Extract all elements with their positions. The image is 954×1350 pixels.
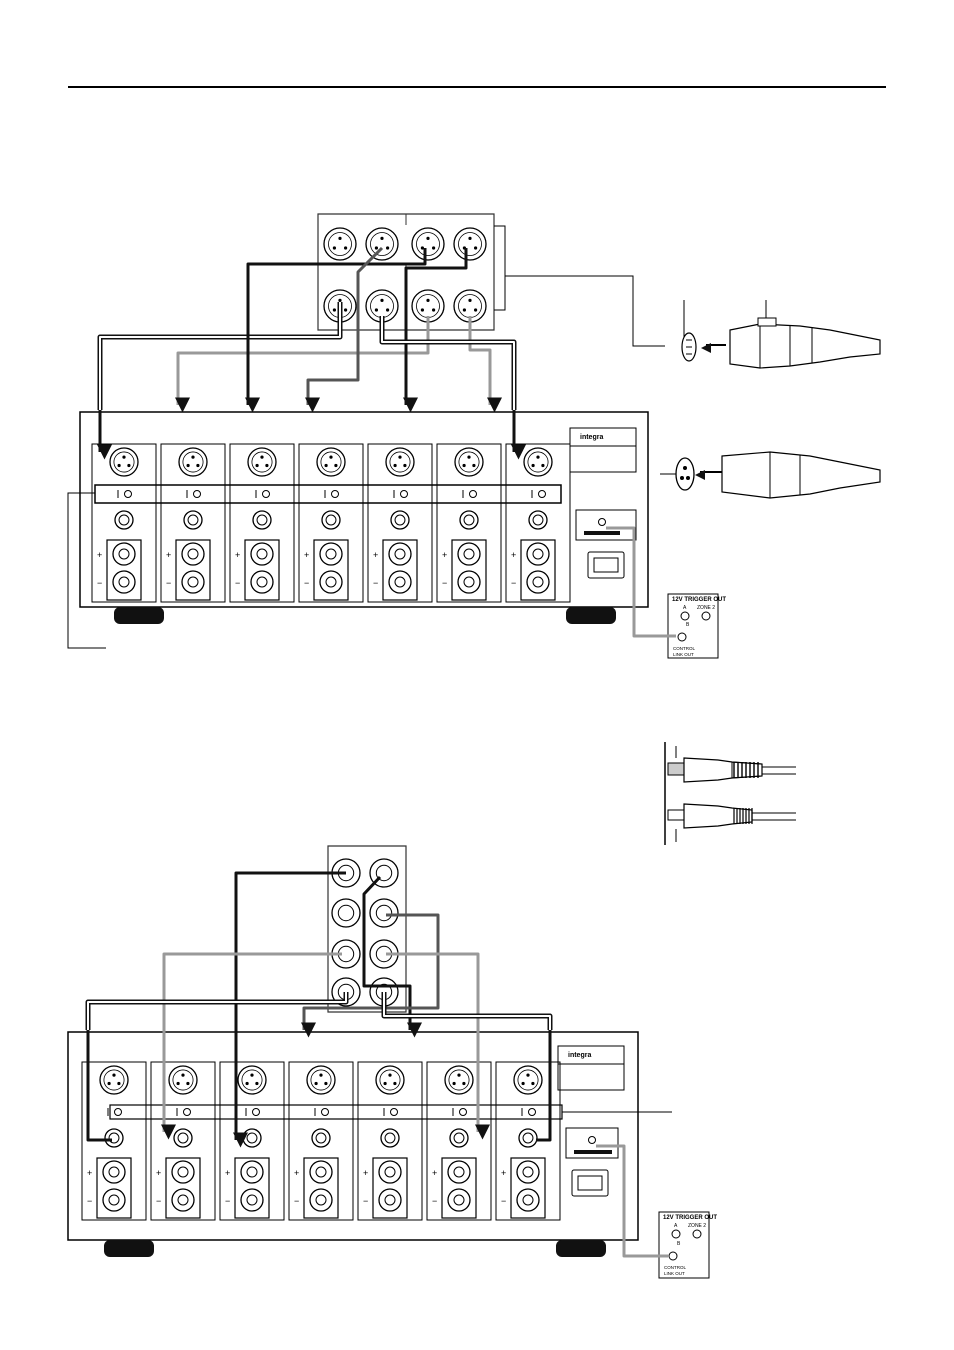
minus-label: − [97, 578, 102, 588]
plus-label: + [156, 1168, 161, 1178]
rca-jack [174, 1129, 192, 1147]
svg-text:LINK OUT: LINK OUT [673, 652, 694, 657]
rca-jack [450, 1129, 468, 1147]
plus-label: + [225, 1168, 230, 1178]
xlr-jack [386, 448, 414, 476]
trigger-panel-top: 12V TRIGGER OUT A ZONE 2 B CONTROL LINK … [668, 594, 726, 658]
xlr-jack [514, 1066, 542, 1094]
plus-label: + [432, 1168, 437, 1178]
xlr-jack [179, 448, 207, 476]
minus-label: − [432, 1196, 437, 1206]
minus-label: − [442, 578, 447, 588]
rca-jack [529, 511, 547, 529]
rca-ribbing [734, 762, 758, 824]
minus-label: − [166, 578, 171, 588]
minus-label: − [304, 578, 309, 588]
svg-text:LINK OUT: LINK OUT [664, 1271, 685, 1276]
xlr-jack [445, 1066, 473, 1094]
xlr-jack [248, 448, 276, 476]
rca-plug-illustration [665, 742, 796, 845]
xlr-jack [100, 1066, 128, 1094]
rca-jack [243, 1129, 261, 1147]
xlr-jack [454, 228, 486, 260]
xlr-jack [238, 1066, 266, 1094]
brand-logo-bottom: integra [568, 1052, 591, 1059]
plus-label: + [97, 550, 102, 560]
rca-jack [115, 511, 133, 529]
xlr-jack [317, 448, 345, 476]
rca-jack [460, 511, 478, 529]
plus-label: + [166, 550, 171, 560]
svg-text:12V TRIGGER OUT: 12V TRIGGER OUT [663, 1215, 717, 1221]
panel-bracket [494, 226, 665, 346]
plus-label: + [511, 550, 516, 560]
svg-text:CONTROL: CONTROL [673, 646, 695, 651]
xlr-jack [366, 228, 398, 260]
xlr-jack [412, 228, 444, 260]
rca-jack [322, 511, 340, 529]
xlr-jack [307, 1066, 335, 1094]
rca-jack [312, 1129, 330, 1147]
xlr-female-plug-illustration [682, 300, 880, 368]
plus-label: + [442, 550, 447, 560]
xlr-jack [376, 1066, 404, 1094]
minus-label: − [225, 1196, 230, 1206]
rca-jack [519, 1129, 537, 1147]
minus-label: − [235, 578, 240, 588]
svg-text:ZONE 2: ZONE 2 [697, 605, 715, 611]
minus-label: − [363, 1196, 368, 1206]
rca-jack [253, 511, 271, 529]
plus-label: + [363, 1168, 368, 1178]
plus-label: + [501, 1168, 506, 1178]
rca-jack [184, 511, 202, 529]
svg-text:12V TRIGGER OUT: 12V TRIGGER OUT [672, 597, 726, 603]
minus-label: − [501, 1196, 506, 1206]
plus-label: + [87, 1168, 92, 1178]
xlr-jack [169, 1066, 197, 1094]
minus-label: − [87, 1196, 92, 1206]
plus-label: + [235, 550, 240, 560]
svg-text:CONTROL: CONTROL [664, 1265, 686, 1270]
plus-label: + [373, 550, 378, 560]
plus-label: + [294, 1168, 299, 1178]
rca-jack [370, 899, 398, 927]
brand-logo-top: integra [580, 434, 603, 441]
xlr-jack [455, 448, 483, 476]
minus-label: − [511, 578, 516, 588]
plus-label: + [304, 550, 309, 560]
trigger-panel-bottom: 12V TRIGGER OUT A ZONE 2 B CONTROL LINK … [659, 1212, 717, 1278]
xlr-male-plug-illustration [660, 452, 880, 498]
rca-jack [391, 511, 409, 529]
minus-label: − [156, 1196, 161, 1206]
xlr-jack [324, 228, 356, 260]
rca-jack [332, 899, 360, 927]
xlr-jack [524, 448, 552, 476]
rca-jack [105, 1129, 123, 1147]
minus-label: − [294, 1196, 299, 1206]
svg-text:ZONE 2: ZONE 2 [688, 1223, 706, 1229]
rca-jack [381, 1129, 399, 1147]
xlr-jack [110, 448, 138, 476]
minus-label: − [373, 578, 378, 588]
